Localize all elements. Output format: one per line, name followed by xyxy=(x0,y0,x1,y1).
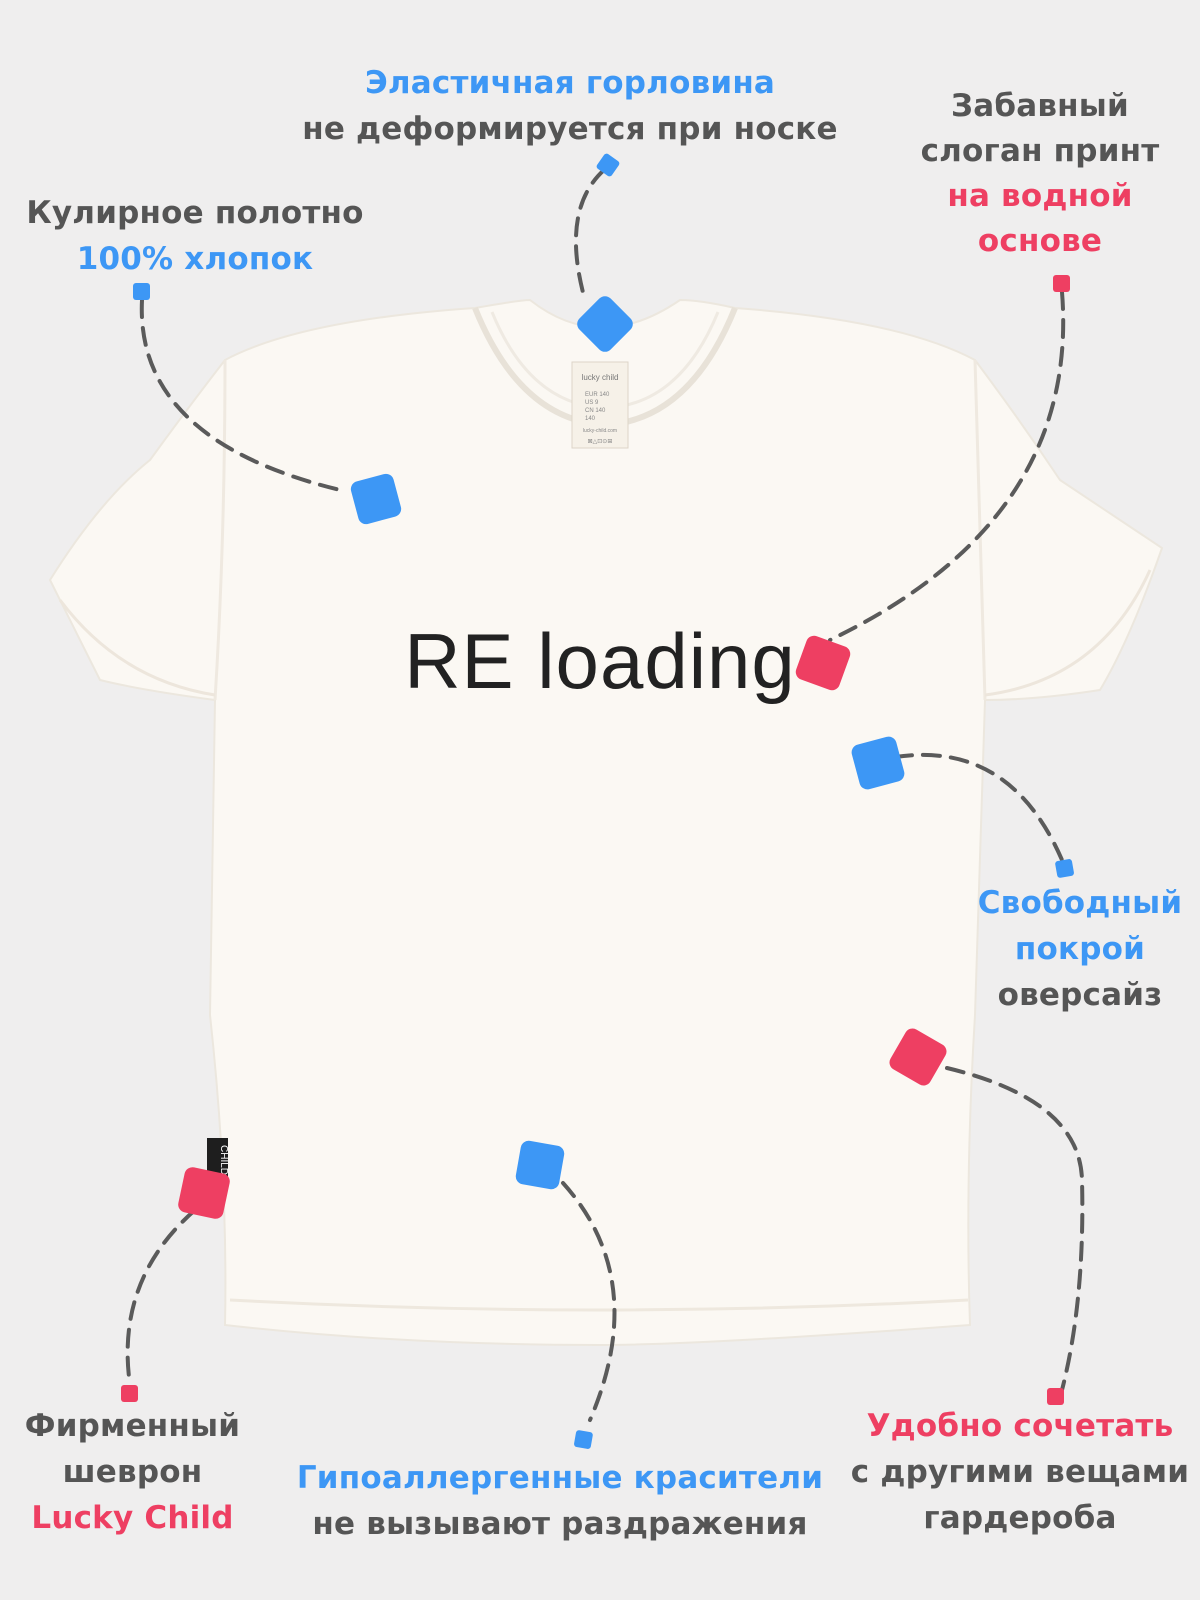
connector-fabric xyxy=(139,298,342,492)
marker-fit-large xyxy=(851,736,905,790)
connector-fit xyxy=(893,752,1064,862)
markers xyxy=(178,296,947,1219)
marker-dyes-small xyxy=(574,1430,593,1449)
combine-line-2: с другими вещами xyxy=(850,1454,1190,1490)
print-line-3: на водной xyxy=(947,178,1133,214)
marker-neckline-large xyxy=(577,296,633,352)
print-line-2: слоган принт xyxy=(920,133,1160,169)
marker-dyes-large xyxy=(515,1140,565,1190)
marker-fit-small xyxy=(1055,859,1074,878)
callout-neckline: Эластичная горловина не деформируется пр… xyxy=(260,60,880,152)
chevron-line-3: Lucky Child xyxy=(31,1500,234,1536)
hem-line xyxy=(229,1298,969,1312)
neck-label-brand: lucky child xyxy=(582,373,619,382)
connector-print xyxy=(828,290,1066,642)
marker-print-small xyxy=(1053,275,1070,292)
marker-fabric-large xyxy=(350,473,402,525)
callout-fabric: Кулирное полотно 100% хлопок xyxy=(10,190,380,282)
marker-combine-large xyxy=(889,1028,947,1086)
marker-neckline-small xyxy=(596,153,620,177)
neckline-desc: не деформируется при носке xyxy=(302,111,838,147)
connector-combine xyxy=(945,1066,1085,1392)
chevron-line-2: шеврон xyxy=(62,1454,203,1490)
fabric-desc: 100% хлопок xyxy=(76,241,314,277)
combine-line-1: Удобно сочетать xyxy=(866,1408,1174,1444)
connector-neckline xyxy=(573,168,606,302)
marker-chevron-large xyxy=(178,1167,230,1219)
callout-fit: Свободный покрой оверсайз xyxy=(960,880,1200,1018)
neck-label-size-1: EUR 140 xyxy=(585,392,610,398)
dyes-desc: не вызывают раздражения xyxy=(312,1506,808,1542)
callout-print: Забавный слоган принт на водной основе xyxy=(890,84,1190,264)
neck-label: lucky child EUR 140 US 9 CN 140 140 luck… xyxy=(571,361,629,449)
marker-print-large xyxy=(795,635,851,691)
neck-label-size-4: 140 xyxy=(585,416,596,422)
print-line-1: Забавный xyxy=(951,88,1129,124)
marker-combine-small xyxy=(1047,1388,1064,1405)
svg-text:⊠△⊡⊙⊞: ⊠△⊡⊙⊞ xyxy=(588,438,613,445)
neck-label-size-2: US 9 xyxy=(585,400,599,406)
callout-dyes: Гипоаллергенные красители не вызывают ра… xyxy=(270,1455,850,1547)
neckline-title: Эластичная горловина xyxy=(364,65,776,101)
combine-line-3: гардероба xyxy=(923,1500,1117,1536)
marker-fabric-small xyxy=(133,283,150,300)
tshirt-body xyxy=(48,298,1164,1347)
dyes-title: Гипоаллергенные красители xyxy=(296,1460,824,1496)
fit-line-3: оверсайз xyxy=(997,977,1163,1013)
marker-chevron-small xyxy=(121,1385,138,1402)
callout-chevron: Фирменный шеврон Lucky Child xyxy=(0,1403,265,1541)
connector-dyes xyxy=(561,1181,617,1422)
chevron-line-1: Фирменный xyxy=(24,1408,241,1444)
side-tag-text: CHILD xyxy=(218,1145,229,1175)
callout-combine: Удобно сочетать с другими вещами гардеро… xyxy=(840,1403,1200,1541)
neck-label-size-3: CN 140 xyxy=(585,408,606,414)
fabric-title: Кулирное полотно xyxy=(26,195,364,231)
left-sleeve-seam xyxy=(213,359,227,701)
fit-line-2: покрой xyxy=(1014,931,1146,967)
connector-chevron xyxy=(125,1208,197,1387)
fit-line-1: Свободный xyxy=(977,885,1183,921)
slogan-print: RE loading xyxy=(404,617,796,705)
neck-label-site: lucky-child.com xyxy=(583,428,617,434)
print-line-4: основе xyxy=(977,223,1103,259)
